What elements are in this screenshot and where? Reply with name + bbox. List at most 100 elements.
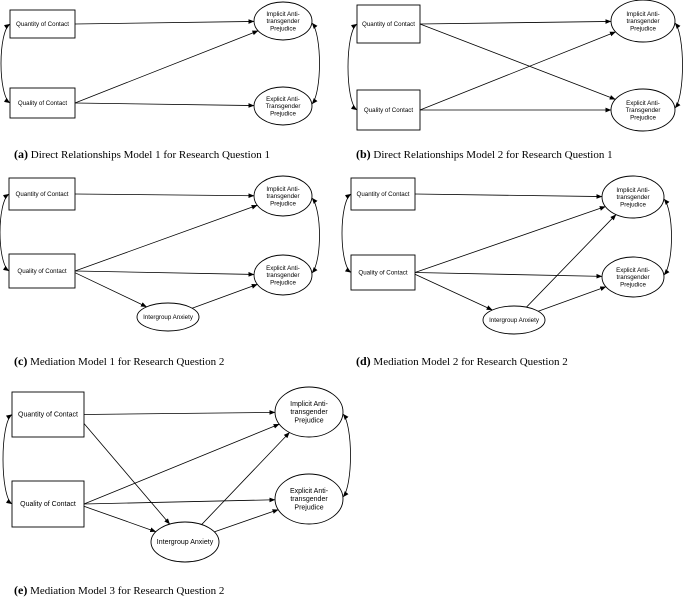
intergroup-anxiety-ellipse bbox=[482, 305, 546, 335]
quality-of-contact-box bbox=[11, 480, 85, 528]
path-qty-to-imp bbox=[414, 193, 603, 199]
implicit-prejudice-label: transgender bbox=[626, 18, 659, 25]
quality-of-contact-box bbox=[350, 254, 416, 291]
caption-a: (a) Direct Relationships Model 1 for Res… bbox=[14, 147, 270, 162]
caption-e-letter: (e) bbox=[14, 583, 28, 597]
quality-of-contact-label: Quality of Contact bbox=[17, 268, 66, 275]
quality-of-contact-label: Quality of Contact bbox=[364, 107, 413, 114]
intergroup-anxiety-ellipse bbox=[150, 521, 220, 563]
quality-of-contact-box bbox=[356, 89, 421, 131]
path-qual-to-imp bbox=[414, 206, 606, 273]
path-anx-to-imp bbox=[526, 214, 617, 308]
explicit-prejudice-label: Explicit Anti- bbox=[616, 267, 650, 274]
path-qty-to-imp bbox=[74, 19, 255, 25]
explicit-prejudice-label: Transgender bbox=[626, 107, 661, 114]
quality-of-contact-label: Quality of Contact bbox=[18, 100, 67, 107]
caption-e: (e) Mediation Model 3 for Research Quest… bbox=[14, 583, 224, 598]
implicit-prejudice-ellipse bbox=[601, 175, 665, 219]
quantity-of-contact-label: Quantity of Contact bbox=[16, 191, 69, 198]
quality-of-contact-box bbox=[8, 253, 76, 289]
covariance-prejudice bbox=[674, 22, 683, 109]
covariance-contact bbox=[2, 414, 13, 505]
explicit-prejudice-label: Transgender bbox=[266, 103, 301, 110]
explicit-prejudice-label: Prejudice bbox=[630, 115, 656, 122]
caption-d-text: Mediation Model 2 for Research Question … bbox=[373, 356, 568, 368]
caption-d-letter: (d) bbox=[356, 354, 371, 368]
intergroup-anxiety-label: Intergroup Anxiety bbox=[489, 317, 540, 324]
path-qual-to-exp bbox=[83, 497, 276, 505]
path-qual-to-anx bbox=[74, 272, 147, 308]
caption-e-text: Mediation Model 3 for Research Question … bbox=[30, 585, 225, 597]
implicit-prejudice-label: transgender bbox=[266, 18, 299, 25]
covariance-contact bbox=[341, 193, 352, 273]
path-qty-to-imp bbox=[83, 410, 276, 415]
quality-of-contact-label: Quality of Contact bbox=[20, 501, 76, 508]
quantity-of-contact-box bbox=[11, 391, 85, 438]
implicit-prejudice-label: Implicit Anti- bbox=[626, 11, 659, 18]
path-qty-to-exp bbox=[419, 23, 616, 100]
explicit-prejudice-ellipse bbox=[253, 254, 313, 296]
quantity-of-contact-box bbox=[350, 177, 416, 211]
path-qual-to-anx bbox=[414, 273, 493, 311]
quality-of-contact-box bbox=[9, 87, 76, 119]
implicit-prejudice-ellipse bbox=[274, 386, 344, 438]
covariance-contact bbox=[347, 23, 358, 111]
explicit-prejudice-label: Prejudice bbox=[270, 280, 296, 287]
path-qty-to-imp bbox=[419, 19, 612, 25]
caption-b: (b) Direct Relationships Model 2 for Res… bbox=[356, 147, 613, 162]
quantity-of-contact-label: Quantity of Contact bbox=[18, 412, 78, 419]
path-qual-to-imp bbox=[74, 204, 258, 272]
explicit-prejudice-label: Explicit Anti- bbox=[266, 96, 300, 103]
explicit-prejudice-ellipse bbox=[253, 86, 313, 126]
path-anx-to-exp bbox=[538, 286, 607, 312]
quality-of-contact-label: Quality of Contact bbox=[358, 270, 407, 277]
explicit-prejudice-ellipse bbox=[610, 88, 676, 132]
implicit-prejudice-label: transgender bbox=[616, 194, 649, 201]
intergroup-anxiety-ellipse bbox=[136, 302, 200, 332]
path-qual-to-anx bbox=[83, 505, 157, 533]
path-anx-to-exp bbox=[214, 509, 279, 533]
implicit-prejudice-label: Prejudice bbox=[630, 26, 656, 33]
explicit-prejudice-label: Prejudice bbox=[620, 282, 646, 289]
implicit-prejudice-label: Implicit Anti- bbox=[616, 187, 649, 194]
covariance-prejudice bbox=[663, 198, 672, 276]
implicit-prejudice-ellipse bbox=[253, 175, 313, 217]
path-qual-to-exp bbox=[74, 270, 255, 277]
quantity-of-contact-box bbox=[8, 177, 76, 211]
implicit-prejudice-label: Prejudice bbox=[620, 202, 646, 209]
covariance-prejudice bbox=[311, 22, 320, 105]
path-qty-to-anx bbox=[83, 423, 171, 525]
quantity-of-contact-box bbox=[356, 4, 421, 44]
path-qual-to-exp bbox=[414, 272, 603, 279]
implicit-prejudice-label: Prejudice bbox=[294, 417, 323, 424]
explicit-prejudice-label: Prejudice bbox=[270, 111, 296, 118]
path-qual-to-imp bbox=[74, 30, 259, 104]
caption-c-text: Mediation Model 1 for Research Question … bbox=[30, 356, 225, 368]
path-qual-to-exp bbox=[74, 102, 255, 108]
explicit-prejudice-label: Explicit Anti- bbox=[626, 100, 660, 107]
implicit-prejudice-label: transgender bbox=[290, 409, 328, 416]
covariance-prejudice bbox=[311, 197, 320, 274]
caption-a-letter: (a) bbox=[14, 147, 28, 161]
implicit-prejudice-label: Implicit Anti- bbox=[266, 186, 299, 193]
path-anx-to-exp bbox=[191, 283, 258, 309]
caption-b-letter: (b) bbox=[356, 147, 371, 161]
quantity-of-contact-label: Quantity of Contact bbox=[362, 21, 415, 28]
intergroup-anxiety-label: Intergroup Anxiety bbox=[143, 314, 194, 321]
caption-c-letter: (c) bbox=[14, 354, 28, 368]
path-qual-to-imp bbox=[419, 31, 616, 111]
explicit-prejudice-label: Explicit Anti- bbox=[266, 265, 300, 272]
quantity-of-contact-box bbox=[9, 9, 76, 39]
implicit-prejudice-label: Implicit Anti- bbox=[290, 401, 328, 408]
explicit-prejudice-label: transgender bbox=[266, 272, 299, 279]
quantity-of-contact-label: Quantity of Contact bbox=[16, 21, 69, 28]
caption-c: (c) Mediation Model 1 for Research Quest… bbox=[14, 354, 224, 369]
path-anx-to-imp bbox=[201, 432, 290, 525]
caption-d: (d) Mediation Model 2 for Research Quest… bbox=[356, 354, 568, 369]
path-qual-to-imp bbox=[83, 423, 280, 505]
path-qty-to-imp bbox=[74, 193, 255, 199]
